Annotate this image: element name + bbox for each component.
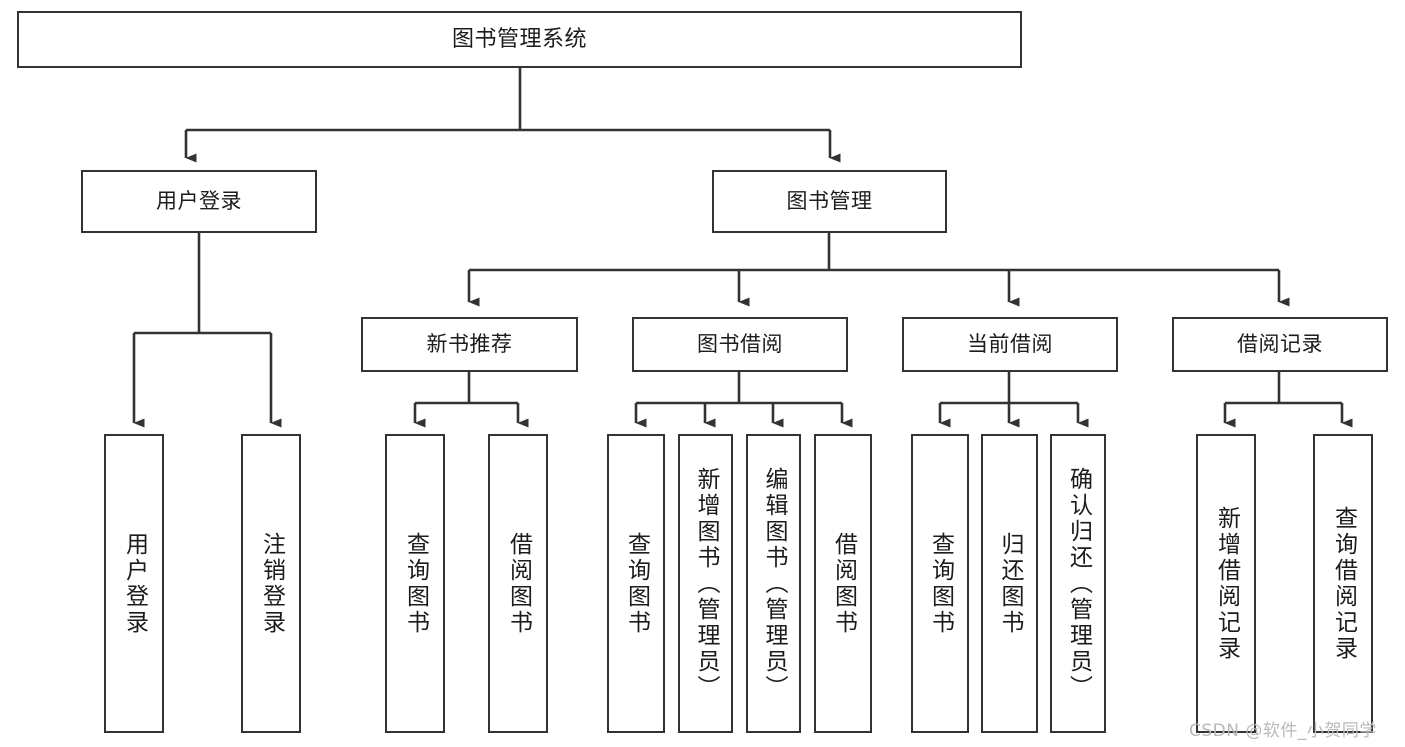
node-label: 图书管理 xyxy=(786,189,873,214)
csdn-watermark: CSDN @软件_小贺同学 xyxy=(1189,721,1377,741)
node-label: 用户登录 xyxy=(121,531,148,636)
node-label: 新增图书（管理员） xyxy=(693,466,719,701)
node-current-borrow[interactable]: 当前借阅 xyxy=(902,317,1118,372)
node-borrow-record[interactable]: 借阅记录 xyxy=(1172,317,1388,372)
leaf-edit-book-admin[interactable]: 编辑图书（管理员） xyxy=(746,434,801,733)
node-label: 新增借阅记录 xyxy=(1213,505,1240,662)
node-label: 查询图书 xyxy=(402,531,429,636)
leaf-query-borrow-record[interactable]: 查询借阅记录 xyxy=(1313,434,1373,733)
node-label: 借阅图书 xyxy=(830,531,857,636)
node-label: 查询图书 xyxy=(623,531,650,636)
node-label: 编辑图书（管理员） xyxy=(761,466,787,701)
node-label: 借阅图书 xyxy=(505,531,532,636)
node-label: 当前借阅 xyxy=(967,332,1053,357)
leaf-query-book-newbook[interactable]: 查询图书 xyxy=(385,434,445,733)
node-label: 用户登录 xyxy=(156,189,242,214)
leaf-logout[interactable]: 注销登录 xyxy=(241,434,301,733)
leaf-add-book-admin[interactable]: 新增图书（管理员） xyxy=(678,434,733,733)
leaf-user-login[interactable]: 用户登录 xyxy=(104,434,164,733)
node-book-management[interactable]: 图书管理 xyxy=(712,170,947,233)
node-user-login[interactable]: 用户登录 xyxy=(81,170,317,233)
node-label: 图书管理系统 xyxy=(451,26,587,52)
node-new-book-recommend[interactable]: 新书推荐 xyxy=(361,317,578,372)
node-label: 查询图书 xyxy=(927,531,954,636)
leaf-query-book-borrow[interactable]: 查询图书 xyxy=(607,434,665,733)
leaf-query-book-current[interactable]: 查询图书 xyxy=(911,434,969,733)
node-label: 借阅记录 xyxy=(1237,332,1323,357)
leaf-return-book[interactable]: 归还图书 xyxy=(981,434,1038,733)
leaf-add-borrow-record[interactable]: 新增借阅记录 xyxy=(1196,434,1256,733)
node-label: 查询借阅记录 xyxy=(1330,505,1357,662)
node-label: 图书借阅 xyxy=(697,332,783,357)
node-book-borrow[interactable]: 图书借阅 xyxy=(632,317,848,372)
node-label: 新书推荐 xyxy=(426,332,513,357)
leaf-borrow-book[interactable]: 借阅图书 xyxy=(814,434,872,733)
node-label: 确认归还（管理员） xyxy=(1065,466,1092,701)
node-label: 归还图书 xyxy=(997,531,1023,636)
node-label: 注销登录 xyxy=(258,531,285,636)
node-root-book-management-system[interactable]: 图书管理系统 xyxy=(17,11,1022,68)
leaf-confirm-return-admin[interactable]: 确认归还（管理员） xyxy=(1050,434,1106,733)
leaf-borrow-book-newbook[interactable]: 借阅图书 xyxy=(488,434,548,733)
